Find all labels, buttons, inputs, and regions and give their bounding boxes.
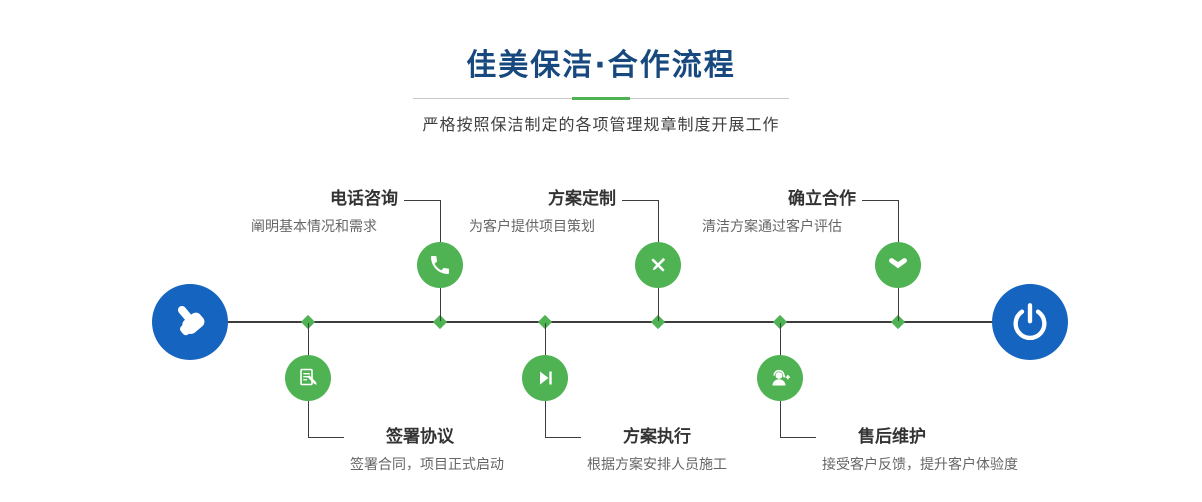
title-divider [413,97,789,100]
phone-icon [428,253,452,277]
connector-line [440,200,441,242]
flow-start-circle [152,284,228,360]
step-node-cooperation [875,242,921,288]
step-description: 阐明基本情况和需求 [251,219,377,235]
headset-support-icon [768,366,792,390]
connector-line [898,288,899,321]
step-title: 方案执行 [623,427,691,447]
step-description: 接受客户反馈，提升客户体验度 [822,457,1018,473]
connector-line [658,200,659,242]
step-node-execute [522,355,568,401]
power-icon [1010,302,1050,342]
step-description: 清洁方案通过客户评估 [702,219,842,235]
step-node-design [635,242,681,288]
step-execute: 方案执行 根据方案安排人员施工 [587,427,817,474]
step-node-aftersales [757,355,803,401]
connector-line [622,200,658,201]
connector-line [404,200,440,201]
play-step-icon [533,366,557,390]
step-title: 确立合作 [788,189,856,209]
step-description: 为客户提供项目策划 [469,219,595,235]
connector-line [545,437,581,438]
contract-icon [296,366,320,390]
connector-line [658,288,659,321]
divider-accent [572,97,630,100]
connector-line [780,437,816,438]
connector-line [545,401,546,437]
process-flow-diagram: 电话咨询 阐明基本情况和需求 [0,142,1202,502]
step-design: 方案定制 为客户提供项目策划 [442,189,622,236]
flow-end-circle [992,284,1068,360]
section-header: 佳美保洁·合作流程 严格按照保洁制定的各项管理规章制度开展工作 [0,0,1202,135]
connector-line [440,288,441,321]
handshake-icon [885,252,911,278]
step-title: 售后维护 [858,427,926,447]
step-description: 根据方案安排人员施工 [587,457,727,473]
step-contract: 签署协议 签署合同，项目正式启动 [350,427,580,474]
step-title: 签署协议 [386,427,454,447]
step-aftersales: 售后维护 接受客户反馈，提升客户体验度 [822,427,1052,474]
connector-line [545,323,546,355]
connector-line [308,323,309,355]
timeline-main-line [190,321,1030,323]
step-node-phone [417,242,463,288]
step-title: 方案定制 [548,189,616,209]
connector-line [780,401,781,437]
step-description: 签署合同，项目正式启动 [350,457,504,473]
connector-line [862,200,898,201]
connector-line [308,437,344,438]
step-title: 电话咨询 [330,189,398,209]
step-node-contract [285,355,331,401]
connector-line [780,323,781,355]
step-phone: 电话咨询 阐明基本情况和需求 [224,189,404,236]
connector-line [308,401,309,437]
section-subtitle: 严格按照保洁制定的各项管理规章制度开展工作 [422,115,780,134]
pencil-ruler-icon [646,253,670,277]
hand-pointer-icon [169,301,211,343]
connector-line [898,200,899,242]
step-cooperation: 确立合作 清洁方案通过客户评估 [682,189,862,236]
page-title: 佳美保洁·合作流程 [466,48,736,83]
